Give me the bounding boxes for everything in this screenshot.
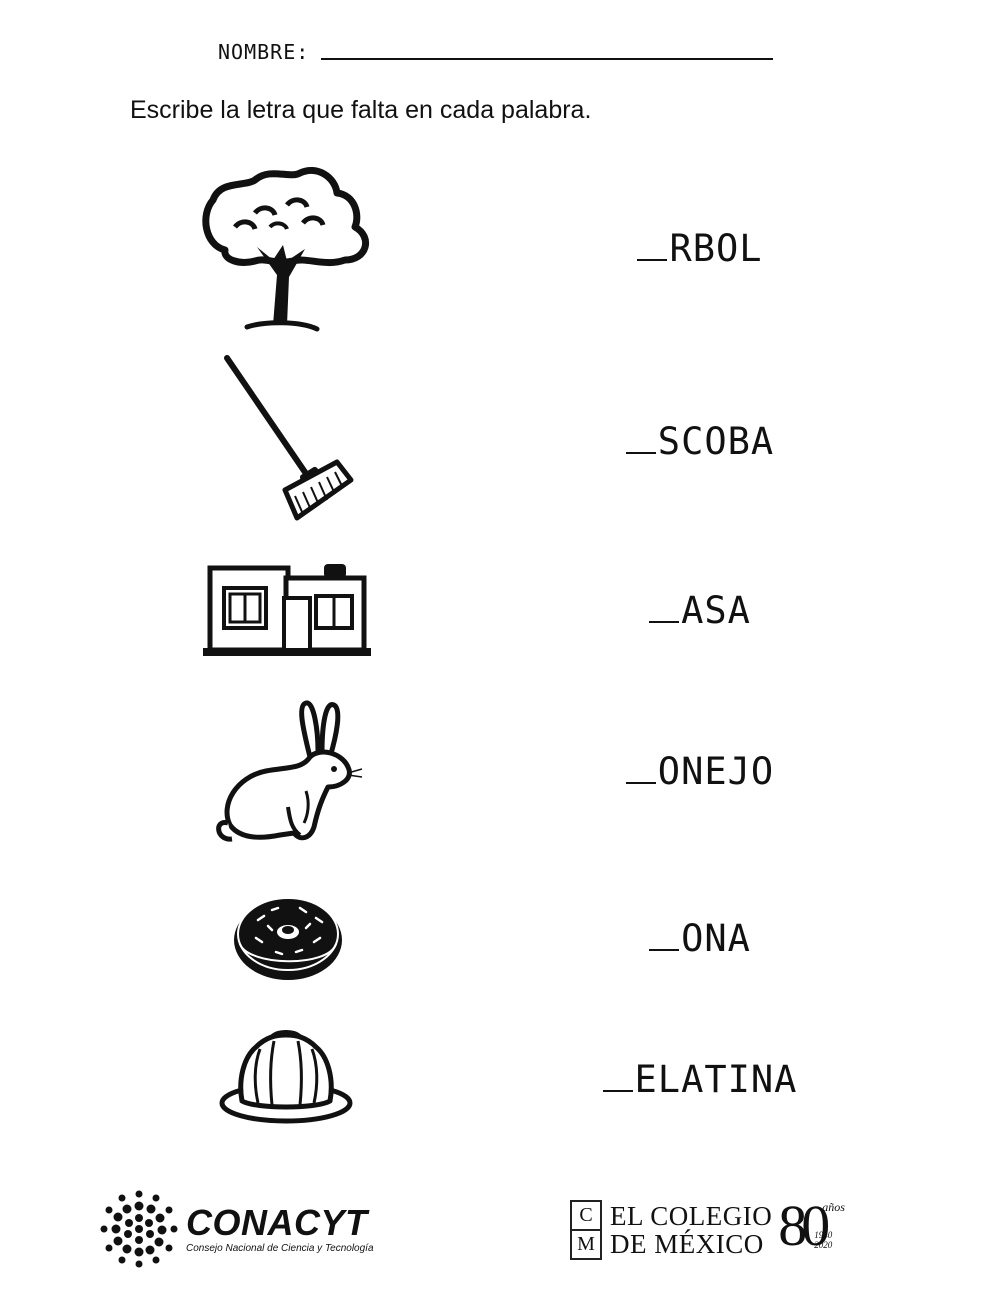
word-arbol: RBOL [560,227,840,270]
word-text: SCOBA [657,420,775,463]
colmex-logo: C M EL COLEGIO DE MÉXICO 80 años 1940 20… [570,1194,848,1260]
colmex-letter: C [572,1202,600,1231]
name-field-line[interactable] [321,58,774,60]
word-casa: ASA [560,589,840,632]
word-text: ELATINA [634,1058,798,1101]
exercise-row: SCOBA [0,350,1000,530]
exercise-row: ASA [0,555,1000,665]
anniversary-number: 80 [778,1193,830,1258]
anniversary-years: 1940 2020 [814,1230,833,1250]
anniversary-badge: 80 años 1940 2020 [778,1194,848,1260]
colmex-line2: DE MÉXICO [610,1229,764,1259]
exercise-row: ONEJO [0,690,1000,850]
missing-letter-blank[interactable] [625,448,656,454]
conacyt-title: CONACYT [186,1201,368,1243]
word-conejo: ONEJO [560,750,840,793]
missing-letter-blank[interactable] [637,255,668,261]
rabbit-icon [216,700,363,842]
missing-letter-blank[interactable] [649,617,680,623]
word-text: ASA [681,589,751,632]
exercise-row: ONA [0,880,1000,990]
colmex-line1: EL COLEGIO [610,1201,773,1231]
name-row: NOMBRE: [218,40,774,64]
donut-icon [234,897,342,980]
conacyt-text: CONACYT Consejo Nacional de Ciencia y Te… [186,1201,374,1254]
exercise-row: ELATINA [0,1025,1000,1125]
colmex-letter: M [577,1233,595,1255]
broom-icon [224,355,354,521]
name-label: NOMBRE: [218,40,310,64]
tree-icon [202,167,369,332]
house-icon [203,564,371,656]
missing-letter-blank[interactable] [625,778,656,784]
instruction-text: Escribe la letra que falta en cada palab… [130,96,592,124]
word-text: RBOL [669,227,763,270]
gelatin-icon [219,1030,353,1124]
anniversary-word: años [822,1200,845,1214]
conacyt-subtitle: Consejo Nacional de Ciencia y Tecnología [186,1242,374,1254]
word-gelatina: ELATINA [560,1058,840,1101]
word-text: ONA [681,917,751,960]
colmex-monogram: C M [570,1200,602,1260]
word-escoba: SCOBA [560,420,840,463]
colmex-name: EL COLEGIO DE MÉXICO [610,1202,772,1258]
word-dona: ONA [560,917,840,960]
missing-letter-blank[interactable] [602,1086,633,1092]
conacyt-logo: CONACYT Consejo Nacional de Ciencia y Te… [100,1190,374,1268]
word-text: ONEJO [657,750,775,793]
conacyt-emblem-icon [100,1190,178,1268]
exercise-row: RBOL [0,160,1000,335]
missing-letter-blank[interactable] [649,945,680,951]
